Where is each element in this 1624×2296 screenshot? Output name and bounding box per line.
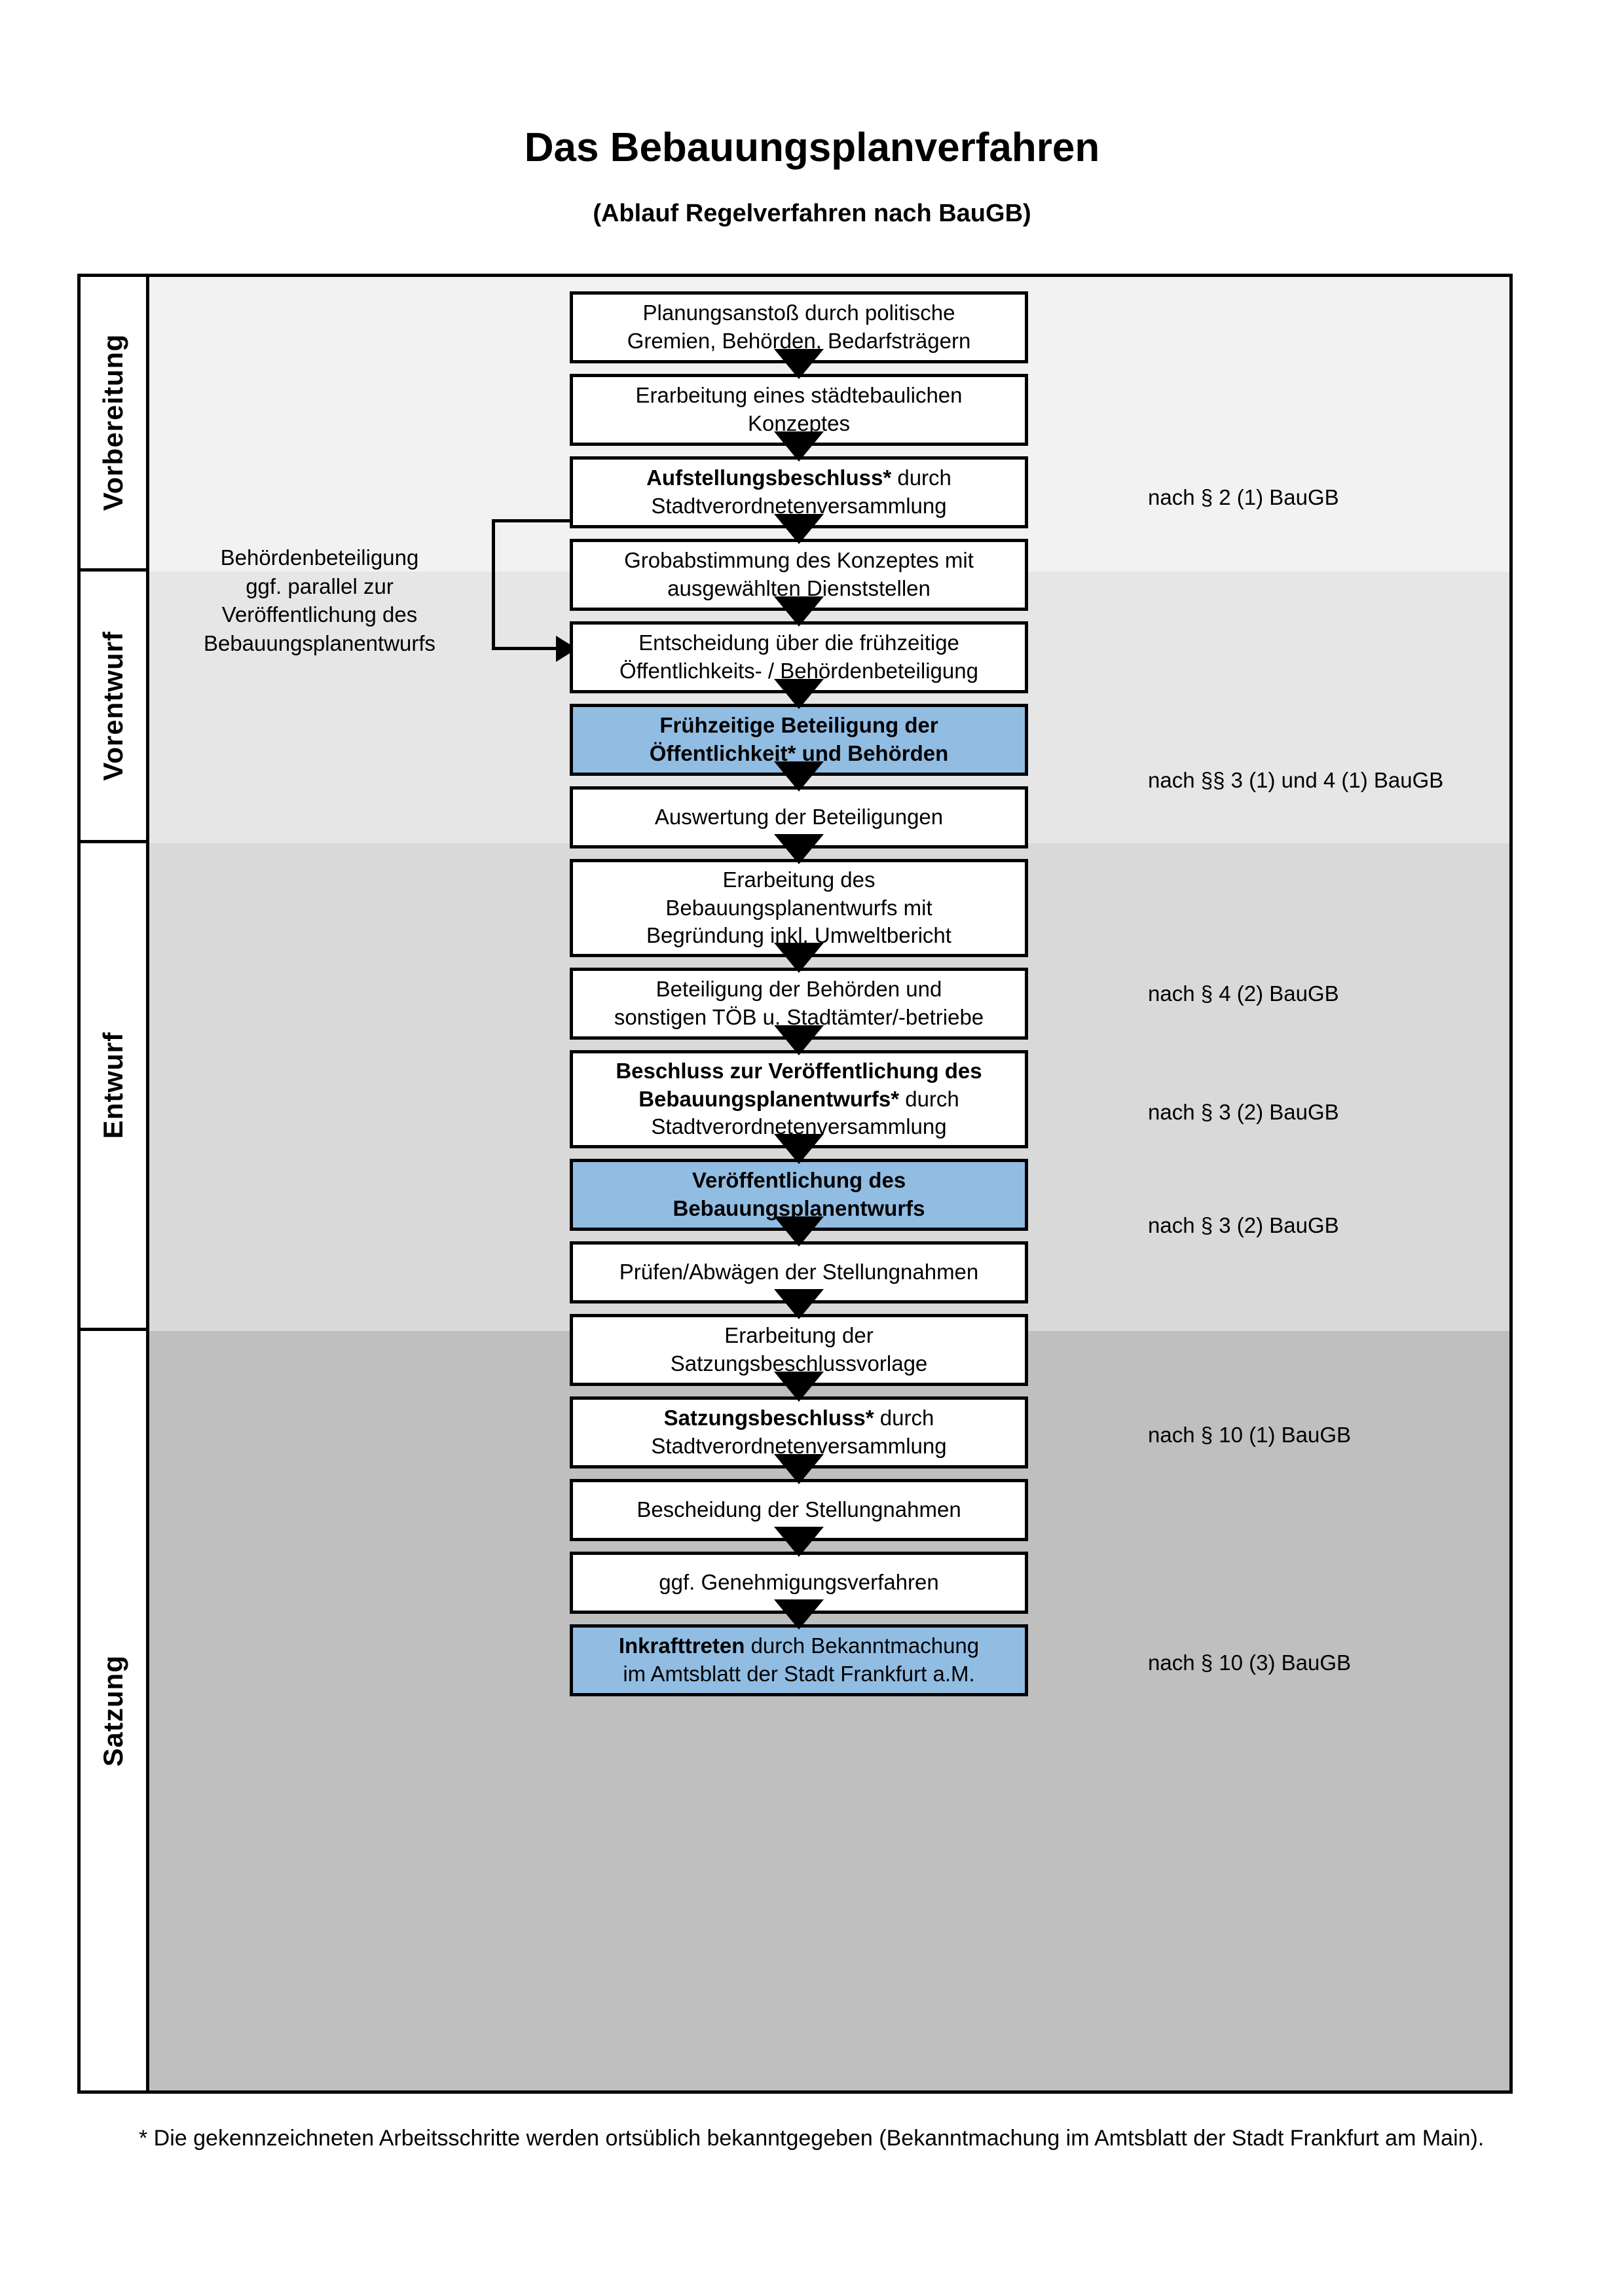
- legal-ref-par3-2b: nach § 3 (2) BauGB: [1148, 1213, 1339, 1237]
- step-line: Erarbeitung der: [724, 1323, 874, 1348]
- step-line: ausgewählten Dienststellen: [667, 576, 931, 600]
- flow-arrow-down: [774, 514, 824, 544]
- step-line: Bebauungsplanentwurfs mit: [665, 895, 932, 920]
- phase-label-text: Entwurf: [98, 1032, 128, 1139]
- step-line: Grobabstimmung des Konzeptes mit: [624, 548, 974, 573]
- step-line: Planungsanstoß durch politische: [642, 301, 955, 325]
- step-line-bold: Inkrafttreten: [618, 1633, 745, 1658]
- flow-arrow-down: [774, 943, 824, 973]
- step-line: Entscheidung über die frühzeitige: [638, 630, 959, 655]
- step-line: ggf. Genehmigungsverfahren: [659, 1570, 939, 1595]
- side-note-line: ggf. parallel zur: [246, 574, 394, 598]
- footnote: * Die gekennzeichneten Arbeitsschritte w…: [139, 2126, 1485, 2151]
- phase-label-satzung: Satzung: [81, 1331, 146, 2090]
- step-line-bold: Veröffentlichung des: [692, 1168, 906, 1193]
- step-box-beschluss-veroeffentlichung[interactable]: Beschluss zur Veröffentlichung des Bebau…: [570, 1050, 1028, 1148]
- step-line: Bescheidung der Stellungnahmen: [637, 1497, 961, 1522]
- legal-ref-par2-1: nach § 2 (1) BauGB: [1148, 485, 1339, 509]
- side-note-line: Bebauungsplanentwurfs: [203, 630, 436, 655]
- phase-label-entwurf: Entwurf: [81, 843, 146, 1331]
- phase-label-text: Satzung: [98, 1654, 128, 1767]
- flow-arrow-down: [774, 1527, 824, 1557]
- legal-ref-par10-1: nach § 10 (1) BauGB: [1148, 1423, 1352, 1447]
- flow-arrow-down: [774, 1372, 824, 1402]
- legal-ref-par3-2a: nach § 3 (2) BauGB: [1148, 1100, 1339, 1124]
- flow-arrow-down: [774, 834, 824, 864]
- flow-arrow-down: [774, 1134, 824, 1164]
- step-line-bold: Öffentlichkeit* und Behörden: [649, 741, 949, 765]
- phase-label-text: Vorbereitung: [98, 334, 128, 511]
- side-note-line: Veröffentlichung des: [221, 602, 418, 627]
- step-box-inkrafttreten[interactable]: Inkrafttreten durch Bekanntmachung im Am…: [570, 1624, 1028, 1696]
- page-subtitle: (Ablauf Regelverfahren nach BauGB): [593, 200, 1031, 227]
- step-box-planungsanstoss[interactable]: Planungsanstoß durch politische Gremien,…: [570, 291, 1028, 363]
- flow-arrow-down: [774, 1289, 824, 1319]
- step-line: im Amtsblatt der Stadt Frankfurt a.M.: [623, 1662, 975, 1686]
- step-line-suffix: durch: [891, 465, 951, 490]
- page-title: Das Bebauungsplanverfahren: [524, 125, 1100, 170]
- legal-ref-par3-4-1: nach §§ 3 (1) und 4 (1) BauGB: [1148, 768, 1444, 792]
- step-line: Prüfen/Abwägen der Stellungnahmen: [619, 1260, 979, 1285]
- step-line: Satzungsbeschlussvorlage: [670, 1351, 928, 1376]
- bypass-connector-bottom-segment: [492, 647, 556, 650]
- step-line: Erarbeitung des: [722, 867, 876, 892]
- flow-arrow-down: [774, 349, 824, 379]
- phase-label-vorbereitung: Vorbereitung: [81, 277, 146, 572]
- step-line: Beteiligung der Behörden und: [655, 977, 942, 1002]
- legal-ref-par4-2: nach § 4 (2) BauGB: [1148, 981, 1339, 1006]
- step-line-suffix: durch: [899, 1086, 959, 1111]
- flow-arrow-down: [774, 1025, 824, 1055]
- bypass-connector-top-segment: [492, 519, 573, 522]
- step-line: Stadtverordnetenversammlung: [651, 494, 947, 518]
- flow-arrow-down: [774, 679, 824, 709]
- step-line-bold: Frühzeitige Beteiligung der: [659, 713, 938, 738]
- step-line-bold: Bebauungsplanentwurfs*: [638, 1086, 900, 1111]
- step-line: Erarbeitung eines städtebaulichen: [635, 383, 963, 408]
- step-line: sonstigen TÖB u. Stadtämter/-betriebe: [614, 1005, 984, 1029]
- step-line: Auswertung der Beteiligungen: [654, 805, 944, 829]
- step-line-bold: Bebauungsplanentwurfs: [673, 1196, 925, 1220]
- bypass-connector-vertical-segment: [492, 519, 495, 650]
- side-note-line: Behördenbeteiligung: [220, 545, 419, 570]
- phase-label-text: Vorentwurf: [98, 630, 128, 781]
- step-line-suffix: durch: [874, 1406, 934, 1430]
- phase-label-vorentwurf: Vorentwurf: [81, 572, 146, 843]
- step-line: Öffentlichkeits- / Behördenbeteiligung: [619, 659, 978, 683]
- step-line: Stadtverordnetenversammlung: [651, 1434, 947, 1458]
- flow-arrow-down: [774, 431, 824, 462]
- step-line: Gremien, Behörden, Bedarfsträgern: [627, 329, 971, 353]
- flow-arrow-down: [774, 596, 824, 627]
- flow-arrow-down: [774, 761, 824, 792]
- step-line-bold: Aufstellungsbeschluss*: [646, 465, 892, 490]
- step-line-bold: Beschluss zur Veröffentlichung des: [616, 1058, 982, 1083]
- step-line-bold: Satzungsbeschluss*: [663, 1406, 874, 1430]
- flow-arrow-down: [774, 1216, 824, 1247]
- step-line: Konzeptes: [748, 411, 850, 435]
- flow-arrow-down: [774, 1454, 824, 1484]
- label-column-divider: [146, 277, 149, 2090]
- step-line-suffix: durch Bekanntmachung: [745, 1633, 980, 1658]
- flowchart-frame: Vorbereitung Vorentwurf Entwurf Satzung …: [77, 274, 1513, 2094]
- flow-arrow-down: [774, 1599, 824, 1630]
- page-header: Das Bebauungsplanverfahren (Ablauf Regel…: [0, 0, 1624, 228]
- side-note-behoerdenbeteiligung: Behördenbeteiligung ggf. parallel zur Ve…: [162, 543, 477, 657]
- legal-ref-par10-3: nach § 10 (3) BauGB: [1148, 1650, 1352, 1675]
